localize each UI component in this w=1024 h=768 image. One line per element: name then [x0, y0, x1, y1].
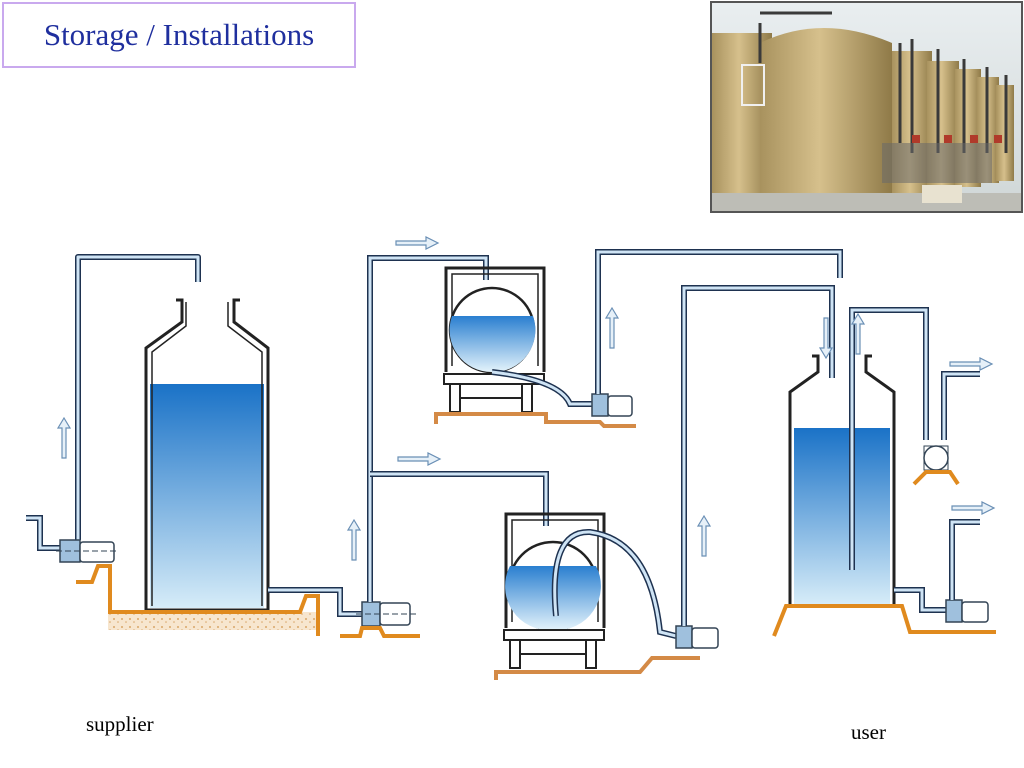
user-label: user [851, 720, 886, 744]
arrow-up-icon [56, 416, 72, 459]
user-outlet-pump [894, 519, 989, 623]
supplier-pump [26, 515, 118, 563]
truck-2-pump [675, 285, 835, 649]
tanker-truck-1 [434, 266, 636, 428]
supplier-outlet-pipe [268, 587, 362, 617]
arrow-up-icon [850, 312, 866, 355]
arrow-right-icon [397, 452, 442, 466]
supplier-foundation [76, 564, 320, 636]
arrow-right-icon [951, 501, 996, 515]
supplier-tank [144, 298, 270, 612]
flow-arrows [56, 236, 996, 561]
arrow-right-icon [949, 357, 994, 371]
title-box: Storage / Installations [2, 2, 356, 68]
arrow-up-icon [696, 514, 712, 557]
arrow-up-icon [604, 306, 620, 349]
truck-1-discharge [491, 249, 843, 417]
user-dosing-pump [912, 371, 980, 486]
arrow-right-icon [395, 236, 440, 250]
arrow-down-icon [818, 317, 834, 360]
supplier-fill-pipe [75, 254, 201, 540]
transfer-pump-1 [340, 601, 420, 638]
tanker-truck-2 [494, 512, 700, 680]
supplier-label: supplier [86, 712, 154, 736]
page-title: Storage / Installations [43, 17, 315, 52]
user-tank [772, 307, 996, 637]
arrow-up-icon [346, 518, 362, 561]
storage-tanks-photo [710, 1, 1023, 213]
